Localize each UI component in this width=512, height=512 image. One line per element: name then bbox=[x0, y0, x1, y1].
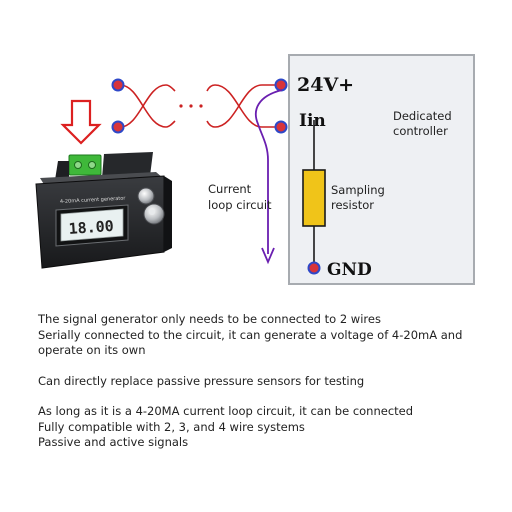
resistor-label-line1: Sampling bbox=[331, 183, 385, 197]
lcd-reading: 18.00 bbox=[68, 217, 114, 238]
current-loop-arrowhead bbox=[261, 247, 275, 265]
loop-label-line2: loop circuit bbox=[208, 198, 272, 212]
wiring-diagram: 24V+ Iin GND Dedicated controller Sampli… bbox=[35, 54, 475, 285]
description-line: Can directly replace passive pressure se… bbox=[38, 373, 365, 388]
description-line: Serially connected to the circuit, it ca… bbox=[38, 327, 463, 358]
resistor-label-line2: resistor bbox=[331, 198, 374, 212]
controller-name-line2: controller bbox=[393, 124, 448, 138]
paragraph-gap bbox=[38, 359, 498, 374]
description-line: As long as it is a 4-20MA current loop c… bbox=[38, 404, 414, 418]
wire-break-dots bbox=[179, 104, 203, 108]
terminal-24v-label: 24V+ bbox=[297, 74, 354, 96]
device-caption: 4-20mA current generator bbox=[60, 196, 127, 205]
description-line: The signal generator only needs to be co… bbox=[38, 312, 381, 326]
terminal-gnd-label: GND bbox=[327, 260, 372, 280]
sampling-resistor bbox=[302, 169, 326, 227]
paragraph-gap bbox=[38, 389, 498, 404]
description-line: Passive and active signals bbox=[38, 435, 189, 449]
wire-terminals bbox=[111, 78, 288, 134]
controller-name-line1: Dedicated bbox=[393, 109, 452, 123]
down-arrow-icon bbox=[60, 99, 102, 145]
description-block: The signal generator only needs to be co… bbox=[38, 312, 498, 451]
description-line: Fully compatible with 2, 3, and 4 wire s… bbox=[38, 419, 305, 434]
green-connector bbox=[68, 154, 102, 176]
terminal-iin-label: Iin bbox=[299, 111, 326, 131]
lcd-screen bbox=[60, 208, 124, 242]
twisted-pair-wires bbox=[119, 84, 280, 128]
signal-generator-device: 4-20mA current generator 18.00 bbox=[35, 152, 172, 269]
loop-label-line1: Current bbox=[208, 182, 252, 196]
gnd-terminal bbox=[307, 261, 321, 275]
adjust-knob-upper bbox=[137, 187, 155, 205]
current-loop-arrow bbox=[254, 89, 283, 254]
